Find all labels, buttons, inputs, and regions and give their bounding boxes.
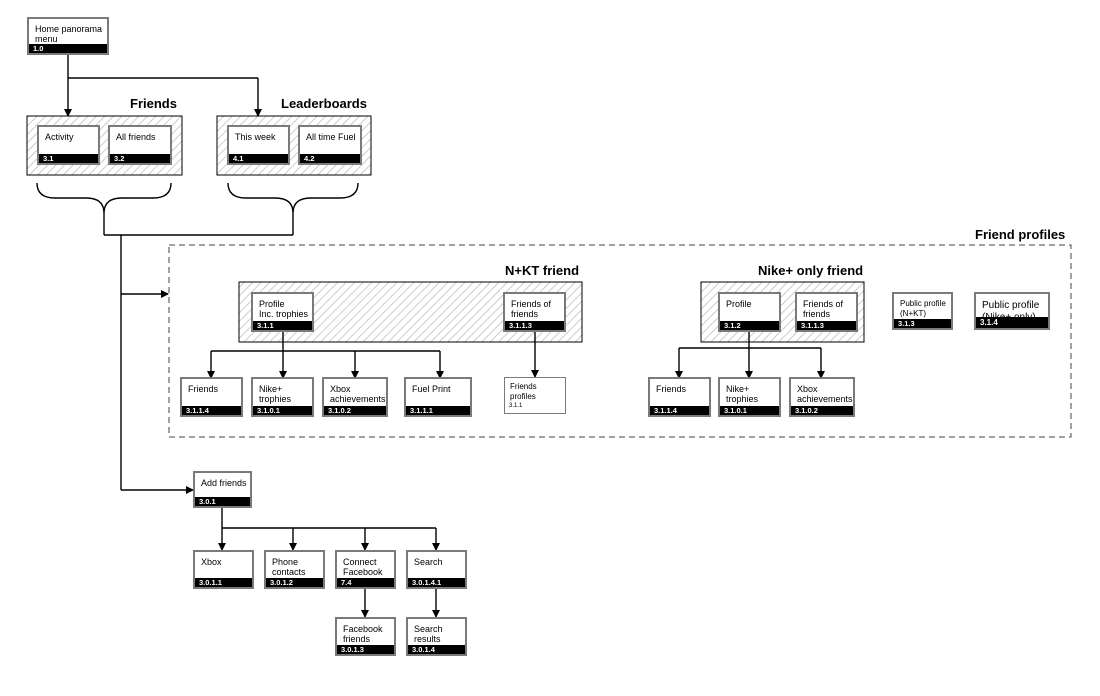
node-label: Search results — [414, 624, 443, 644]
node-code: 3.0.1.3 — [337, 645, 394, 654]
node-code: 3.1.1 — [253, 321, 312, 330]
node-code: 7.4 — [337, 578, 394, 587]
node-label: Home panorama menu — [35, 24, 103, 44]
node-label: Facebook friends — [343, 624, 383, 644]
node-code: 3.0.1 — [195, 497, 250, 506]
friends-brace — [36, 182, 172, 214]
node-label: Friends profiles — [510, 382, 537, 401]
node-facebook-friends[interactable]: Facebook friends 3.0.1.3 — [335, 617, 396, 656]
nike-only-friend-title: Nike+ only friend — [758, 263, 864, 278]
node-all-friends[interactable]: All friends 3.2 — [108, 125, 172, 165]
node-code: 3.2 — [110, 154, 170, 163]
trunk-connectors — [103, 213, 294, 494]
node-label: Nike+ trophies — [259, 384, 292, 404]
node-label: Search — [414, 557, 443, 567]
node-code: 3.1.1.4 — [182, 406, 241, 415]
node-label: Xbox achievements — [797, 384, 853, 404]
node-xbox[interactable]: Xbox 3.0.1.1 — [193, 550, 254, 589]
node-label: Public profile (N+KT) — [900, 299, 946, 318]
node-code: 4.1 — [229, 154, 288, 163]
node-nkt-profile[interactable]: Profile Inc. trophies 3.1.1 — [251, 292, 314, 332]
node-label: Activity — [45, 132, 74, 142]
node-label: Xbox achievements — [330, 384, 386, 404]
home-connectors — [64, 55, 262, 117]
node-home-panorama-menu[interactable]: Home panorama menu 1.0 — [27, 17, 109, 55]
node-code: 3.1.2 — [720, 321, 779, 330]
node-all-time-fuel[interactable]: All time Fuel 4.2 — [298, 125, 362, 165]
node-code: 1.0 — [29, 44, 107, 53]
add-friends-connectors — [218, 507, 440, 618]
node-nike-only-xbox-achievements[interactable]: Xbox achievements 3.1.0.2 — [789, 377, 855, 417]
node-label: Friends — [188, 384, 219, 394]
node-label: Add friends — [201, 478, 247, 488]
node-this-week[interactable]: This week 4.1 — [227, 125, 290, 165]
node-code: 4.2 — [300, 154, 360, 163]
nkt-friend-title: N+KT friend — [505, 263, 580, 278]
node-nike-only-profile[interactable]: Profile 3.1.2 — [718, 292, 781, 332]
node-nkt-xbox-achievements[interactable]: Xbox achievements 3.1.0.2 — [322, 377, 388, 417]
friends-group-title: Friends — [130, 96, 177, 111]
node-label: All time Fuel — [306, 132, 356, 142]
node-label: Friends — [656, 384, 687, 394]
node-code: 3.0.1.4 — [408, 645, 465, 654]
node-label: This week — [235, 132, 276, 142]
leaderboards-group-title: Leaderboards — [281, 96, 367, 111]
node-nkt-nike-trophies[interactable]: Nike+ trophies 3.1.0.1 — [251, 377, 314, 417]
node-fuel-print[interactable]: Fuel Print 3.1.1.1 — [404, 377, 472, 417]
node-friends-profiles[interactable]: Friends profiles 3.1.1 — [504, 377, 566, 414]
friend-profiles-title: Friend profiles — [975, 227, 1066, 242]
leaderboards-brace — [227, 182, 359, 214]
node-label: Friends of friends — [803, 299, 844, 319]
node-code: 3.0.1.4.1 — [408, 578, 465, 587]
node-code: 3.1.0.1 — [720, 406, 779, 415]
node-label: Profile Inc. trophies — [259, 299, 309, 319]
node-code: 3.1.1.1 — [406, 406, 470, 415]
node-code: 3.1.0.2 — [791, 406, 853, 415]
node-label: Connect Facebook — [343, 557, 383, 577]
node-search[interactable]: Search 3.0.1.4.1 — [406, 550, 467, 589]
nkt-connectors — [207, 331, 539, 379]
node-activity[interactable]: Activity 3.1 — [37, 125, 100, 165]
node-label: Xbox — [201, 557, 222, 567]
friend-profiles-dashed-box — [168, 244, 1072, 438]
node-public-profile-nike-only[interactable]: Public profile (Nike+ only) 3.1.4 — [974, 292, 1050, 330]
node-label: Friends of friends — [511, 299, 552, 319]
node-code: 3.1.1 — [505, 402, 565, 411]
node-code: 3.1.0.2 — [324, 406, 386, 415]
node-nike-only-friends[interactable]: Friends 3.1.1.4 — [648, 377, 711, 417]
node-code: 3.1.1.3 — [505, 321, 564, 330]
node-public-profile-nkt[interactable]: Public profile (N+KT) 3.1.3 — [892, 292, 953, 330]
node-code: 3.1 — [39, 154, 98, 163]
node-nkt-friends-of-friends[interactable]: Friends of friends 3.1.1.3 — [503, 292, 566, 332]
node-code: 3.1.0.1 — [253, 406, 312, 415]
node-nike-only-friends-of-friends[interactable]: Friends of friends 3.1.1.3 — [795, 292, 858, 332]
node-nike-only-nike-trophies[interactable]: Nike+ trophies 3.1.0.1 — [718, 377, 781, 417]
node-nkt-friends[interactable]: Friends 3.1.1.4 — [180, 377, 243, 417]
nike-only-connectors — [675, 331, 825, 379]
node-code: 3.1.1.3 — [797, 321, 856, 330]
node-search-results[interactable]: Search results 3.0.1.4 — [406, 617, 467, 656]
node-label: Nike+ trophies — [726, 384, 759, 404]
node-label: Profile — [726, 299, 752, 309]
node-code: 3.0.1.2 — [266, 578, 323, 587]
node-code: 3.1.4 — [976, 317, 1048, 328]
node-code: 3.0.1.1 — [195, 578, 252, 587]
node-label: Fuel Print — [412, 384, 451, 394]
node-add-friends[interactable]: Add friends 3.0.1 — [193, 471, 252, 508]
node-code: 3.1.3 — [894, 319, 951, 328]
node-code: 3.1.1.4 — [650, 406, 709, 415]
node-connect-facebook[interactable]: Connect Facebook 7.4 — [335, 550, 396, 589]
node-label: Phone contacts — [272, 557, 306, 577]
node-label: All friends — [116, 132, 156, 142]
node-phone-contacts[interactable]: Phone contacts 3.0.1.2 — [264, 550, 325, 589]
